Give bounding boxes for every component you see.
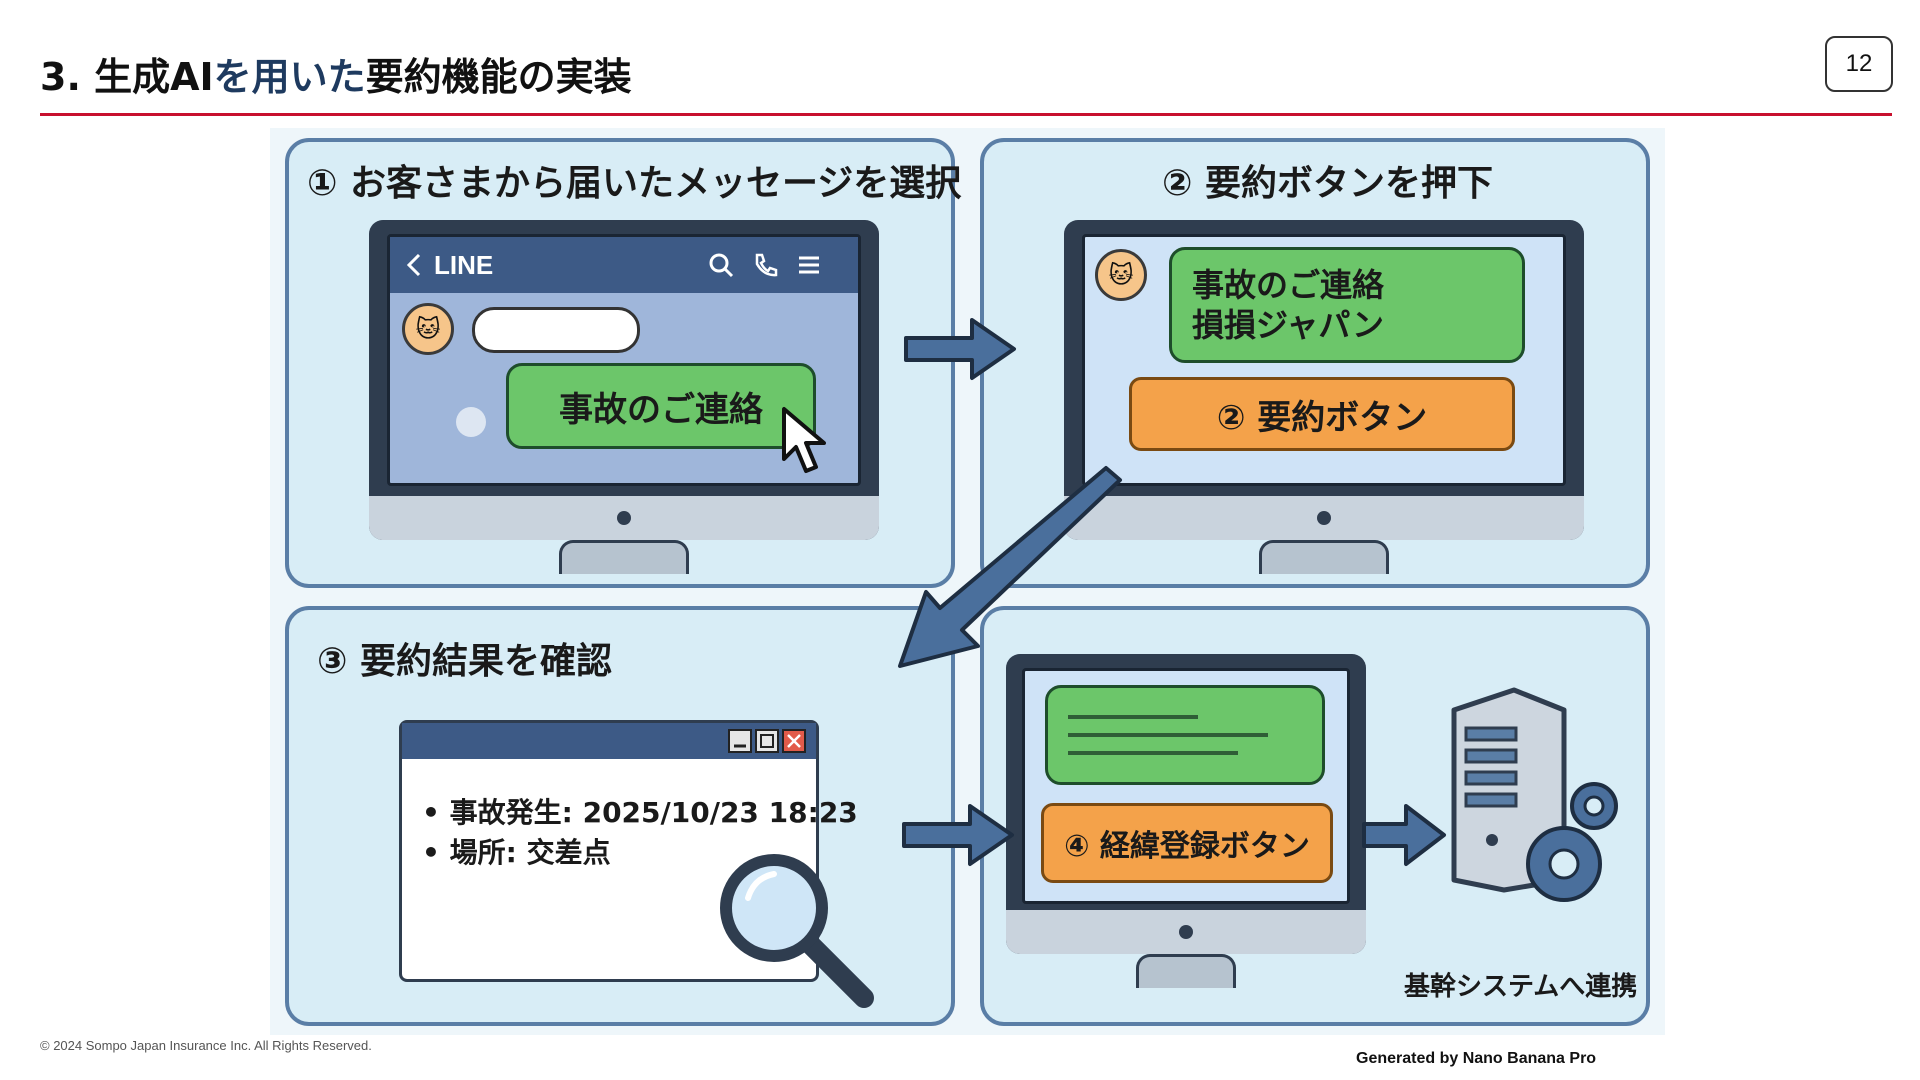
title-suffix: 要約機能の実装: [365, 55, 632, 99]
step4-screen: ④ 経緯登録ボタン: [1022, 668, 1350, 904]
back-chevron-icon[interactable]: [404, 252, 424, 278]
cat-avatar-icon: 🐱: [402, 303, 454, 355]
step4-power-dot: [1179, 925, 1193, 939]
step2-message-line1: 事故のご連絡: [1192, 266, 1385, 304]
generated-by-credit: Generated by Nano Banana Pro: [1356, 1050, 1597, 1067]
magnifier-icon: [720, 854, 874, 1008]
step2-message-bubble: 事故のご連絡 損損ジャパン: [1169, 247, 1525, 363]
step1-monitor: LINE 🐱 事故のご連絡: [369, 220, 879, 540]
step3-title: ③ 要約結果を確認: [317, 641, 613, 682]
step2-message-line2: 損損ジャパン: [1192, 306, 1385, 344]
menu-icon[interactable]: [796, 252, 822, 278]
step2-screen: 🐱 事故のご連絡 損損ジャパン ② 要約ボタン: [1082, 234, 1566, 486]
step2-monitor: 🐱 事故のご連絡 損損ジャパン ② 要約ボタン: [1064, 220, 1584, 540]
summary-line-2: • 場所: 交差点: [422, 836, 611, 869]
step2-title: ② 要約ボタンを押下: [1162, 163, 1494, 204]
summary-window-titlebar: [402, 723, 816, 759]
title-accent: を用いた: [213, 55, 366, 99]
gear-icon: [1526, 782, 1618, 902]
slide-title: 3. 生成AIを用いた要約機能の実装: [40, 46, 632, 101]
arrow-icon-step2-to-step3: [898, 466, 1122, 668]
panel-step3: ③ 要約結果を確認 • 事故発生: 2025/10/23 18:23 • 場所:…: [285, 606, 955, 1026]
copyright-footer: © 2024 Sompo Japan Insurance Inc. All Ri…: [40, 1038, 372, 1053]
summarize-button[interactable]: ② 要約ボタン: [1129, 377, 1515, 451]
core-system-caption: 基幹システムへ連携: [1404, 972, 1638, 1002]
step4-monitor: ④ 経緯登録ボタン: [1006, 654, 1366, 954]
page-number: 12: [1825, 36, 1893, 92]
step1-screen: LINE 🐱 事故のご連絡: [387, 234, 861, 486]
phone-icon[interactable]: [752, 252, 778, 278]
arrow-icon-step3-to-step4: [902, 804, 1014, 866]
empty-bubble: [472, 307, 640, 353]
panel-step4: ④ 経緯登録ボタン 基幹システムへ連携: [980, 606, 1650, 1026]
decor-dot: [456, 407, 486, 437]
step1-stand: [559, 540, 689, 574]
search-icon[interactable]: [708, 252, 734, 278]
line-app-header: LINE: [390, 237, 858, 293]
title-prefix: 3. 生成AI: [40, 55, 214, 99]
window-controls-icon[interactable]: [728, 729, 806, 753]
line-app-name: LINE: [434, 249, 494, 280]
step1-power-dot: [617, 511, 631, 525]
workflow-illustration: ① お客さまから届いたメッセージを選択 LINE 🐱 事故のご連絡: [270, 128, 1665, 1035]
title-rule: [40, 113, 1892, 116]
panel-step2: ② 要約ボタンを押下 🐱 事故のご連絡 損損ジャパン ② 要約ボタン: [980, 138, 1650, 588]
step4-text-bubble: [1045, 685, 1325, 785]
step4-stand: [1136, 954, 1236, 988]
step2-power-dot: [1317, 511, 1331, 525]
summary-line-1: • 事故発生: 2025/10/23 18:23: [422, 796, 858, 829]
cursor-icon: [782, 407, 826, 473]
step1-message-bubble[interactable]: 事故のご連絡: [506, 363, 816, 449]
panel-step1: ① お客さまから届いたメッセージを選択 LINE 🐱 事故のご連絡: [285, 138, 961, 588]
step2-stand: [1259, 540, 1389, 574]
cat-avatar-icon-2: 🐱: [1095, 249, 1147, 301]
register-history-button[interactable]: ④ 経緯登録ボタン: [1041, 803, 1333, 883]
step1-title: ① お客さまから届いたメッセージを選択: [307, 163, 962, 204]
arrow-icon-step1-to-step2: [904, 318, 1016, 380]
arrow-icon-step4-to-server: [1362, 804, 1446, 866]
